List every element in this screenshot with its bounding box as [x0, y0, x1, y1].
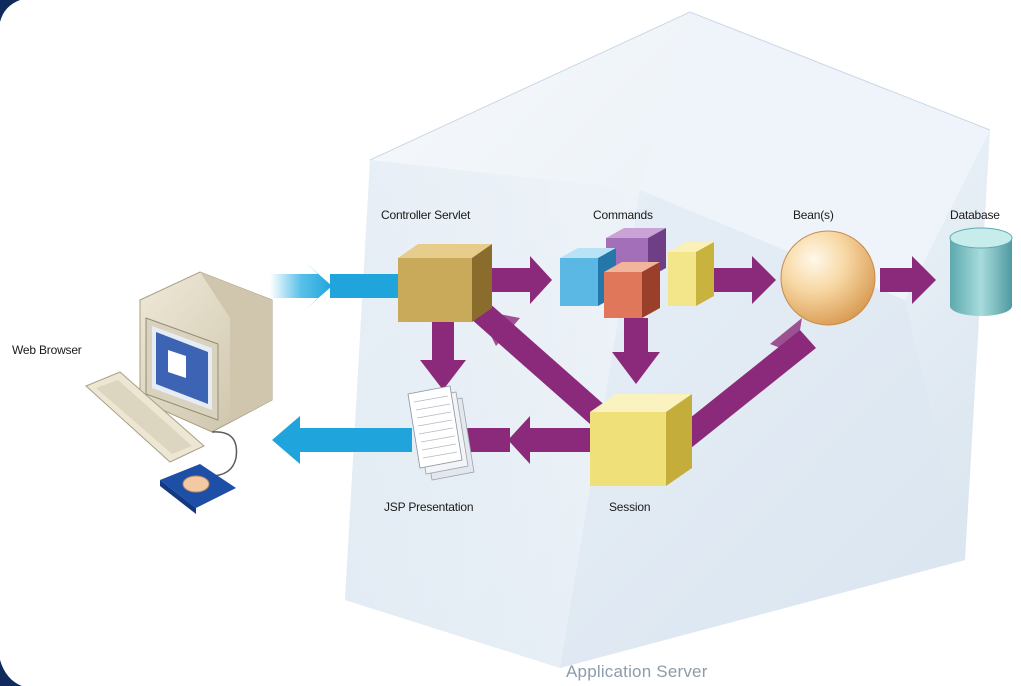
arrow-commands-to-bean — [712, 256, 776, 304]
database-cylinder — [949, 227, 1013, 316]
label-database: Database — [950, 208, 1000, 222]
label-commands: Commands — [593, 208, 653, 222]
commands-cubes — [560, 228, 714, 318]
flow-arrows — [420, 256, 936, 464]
request-arrow — [270, 262, 405, 310]
controller-servlet-cube — [398, 244, 492, 322]
web-browser-computer — [85, 271, 273, 514]
session-cube — [590, 394, 692, 486]
arrow-commands-to-session — [612, 318, 660, 384]
arrow-bean-to-database — [880, 256, 936, 304]
arrow-controller-to-jsp — [420, 322, 466, 390]
label-jsp-presentation: JSP Presentation — [384, 500, 474, 514]
corner-accent-top — [0, 0, 20, 22]
arrow-bean-to-session — [670, 330, 816, 452]
label-application-server: Application Server — [566, 662, 708, 681]
arrow-session-to-jsp — [508, 416, 590, 464]
arrow-controller-to-commands — [492, 256, 552, 304]
corner-accent-bottom — [0, 660, 22, 686]
bean-sphere — [780, 230, 876, 326]
label-controller-servlet: Controller Servlet — [381, 208, 471, 222]
response-arrow — [272, 416, 412, 464]
jsp-pages — [407, 385, 475, 481]
label-web-browser: Web Browser — [12, 343, 82, 357]
label-beans: Bean(s) — [793, 208, 834, 222]
label-session: Session — [609, 500, 651, 514]
